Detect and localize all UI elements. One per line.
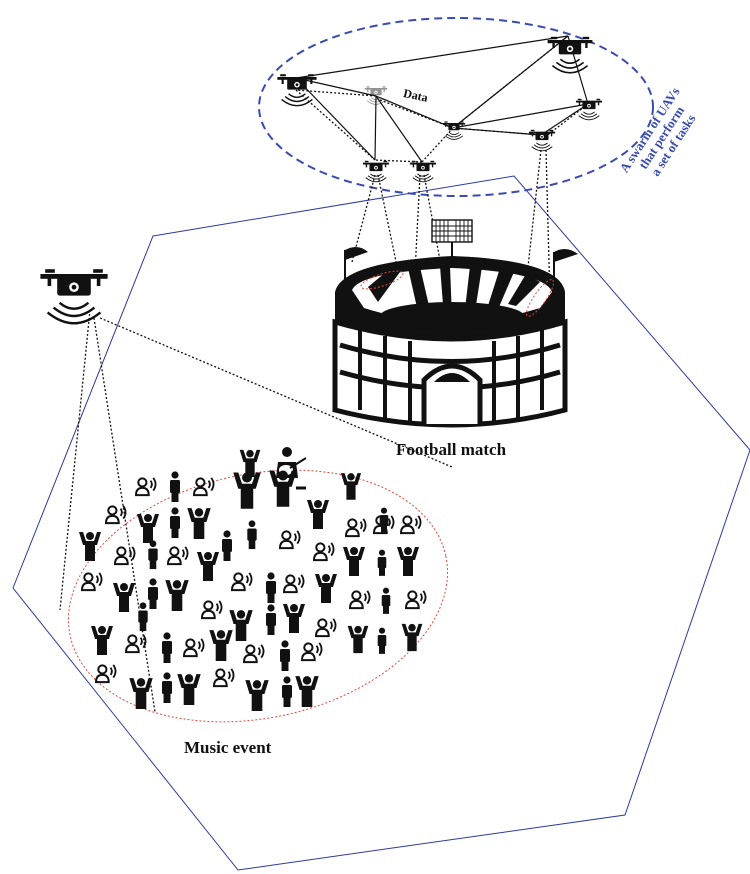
person-standing-icon bbox=[162, 672, 172, 703]
person-speaking-icon bbox=[300, 642, 323, 662]
person-speaking-icon bbox=[282, 574, 305, 594]
person-hands-up-icon bbox=[295, 676, 319, 707]
person-hands-up-icon bbox=[129, 678, 153, 709]
person-speaking-icon bbox=[404, 590, 427, 610]
person-hands-up-icon bbox=[245, 680, 269, 711]
drone-icon bbox=[546, 35, 594, 74]
person-speaking-icon bbox=[200, 600, 223, 620]
person-hands-up-icon bbox=[209, 630, 233, 661]
person-speaking-icon bbox=[134, 477, 157, 497]
floodlight-icon bbox=[431, 219, 473, 258]
person-speaking-icon bbox=[192, 477, 215, 497]
person-speaking-icon bbox=[242, 644, 265, 664]
drone-icon bbox=[39, 268, 109, 325]
music-event-label: Music event bbox=[184, 738, 272, 757]
person-standing-icon bbox=[266, 572, 276, 603]
person-speaking-icon bbox=[182, 638, 205, 658]
person-hands-up-icon bbox=[79, 532, 101, 561]
person-speaking-icon bbox=[212, 668, 235, 688]
person-hands-up-icon bbox=[137, 514, 159, 543]
person-standing-icon bbox=[138, 602, 148, 632]
person-speaking-icon bbox=[344, 518, 367, 538]
person-hands-up-icon bbox=[315, 574, 337, 603]
person-speaking-icon bbox=[348, 590, 371, 610]
person-speaking-icon bbox=[399, 515, 422, 535]
drone-icon bbox=[528, 129, 556, 152]
crowd bbox=[79, 470, 427, 711]
person-hands-up-icon bbox=[347, 625, 369, 654]
person-hands-up-icon bbox=[177, 674, 201, 705]
person-speaking-icon bbox=[80, 572, 103, 592]
person-hands-up-icon bbox=[269, 470, 297, 507]
person-hands-up-icon bbox=[197, 552, 219, 581]
person-speaking-icon bbox=[94, 664, 117, 684]
football-match-label: Football match bbox=[396, 440, 507, 459]
person-standing-icon bbox=[280, 640, 290, 671]
person-standing-icon bbox=[377, 549, 387, 576]
person-standing-icon bbox=[266, 604, 276, 635]
person-hands-up-icon bbox=[187, 508, 211, 539]
person-hands-up-icon bbox=[233, 472, 261, 509]
person-hands-up-icon bbox=[401, 623, 423, 652]
person-speaking-icon bbox=[278, 530, 301, 550]
person-speaking-icon bbox=[113, 546, 136, 566]
person-speaking-icon bbox=[314, 618, 337, 638]
person-speaking-icon bbox=[166, 546, 189, 566]
person-standing-icon bbox=[222, 530, 232, 561]
person-standing-icon bbox=[377, 627, 387, 654]
person-hands-up-icon bbox=[165, 580, 189, 611]
person-standing-icon bbox=[381, 587, 391, 614]
person-speaking-icon bbox=[312, 542, 335, 562]
person-standing-icon bbox=[148, 540, 158, 570]
person-standing-icon bbox=[148, 578, 158, 609]
person-standing-icon bbox=[170, 471, 180, 502]
coverage-hexagon bbox=[12, 175, 750, 871]
person-hands-up-icon bbox=[340, 473, 362, 500]
person-hands-up-icon bbox=[307, 500, 329, 529]
person-hands-up-icon bbox=[343, 547, 365, 576]
swarm-boundary bbox=[258, 17, 654, 197]
crowd-boundary bbox=[67, 469, 449, 723]
person-standing-icon bbox=[162, 632, 172, 663]
person-hands-up-icon bbox=[113, 583, 135, 612]
person-speaking-icon bbox=[230, 572, 253, 592]
person-hands-up-icon bbox=[397, 547, 419, 576]
person-standing-icon bbox=[170, 507, 180, 538]
person-standing-icon bbox=[282, 676, 292, 707]
person-hands-up-icon bbox=[283, 604, 305, 633]
drone-icon bbox=[276, 73, 318, 107]
stadium-icon bbox=[332, 219, 578, 428]
drone-icon bbox=[409, 160, 437, 183]
person-hands-up-icon bbox=[229, 610, 253, 641]
person-speaking-icon bbox=[104, 505, 127, 525]
person-hands-up-icon bbox=[91, 626, 113, 655]
person-standing-icon bbox=[379, 507, 389, 534]
drone-icon bbox=[362, 160, 390, 183]
person-standing-icon bbox=[247, 520, 257, 550]
person-speaking-icon bbox=[124, 634, 147, 654]
drone-icon bbox=[442, 120, 466, 140]
